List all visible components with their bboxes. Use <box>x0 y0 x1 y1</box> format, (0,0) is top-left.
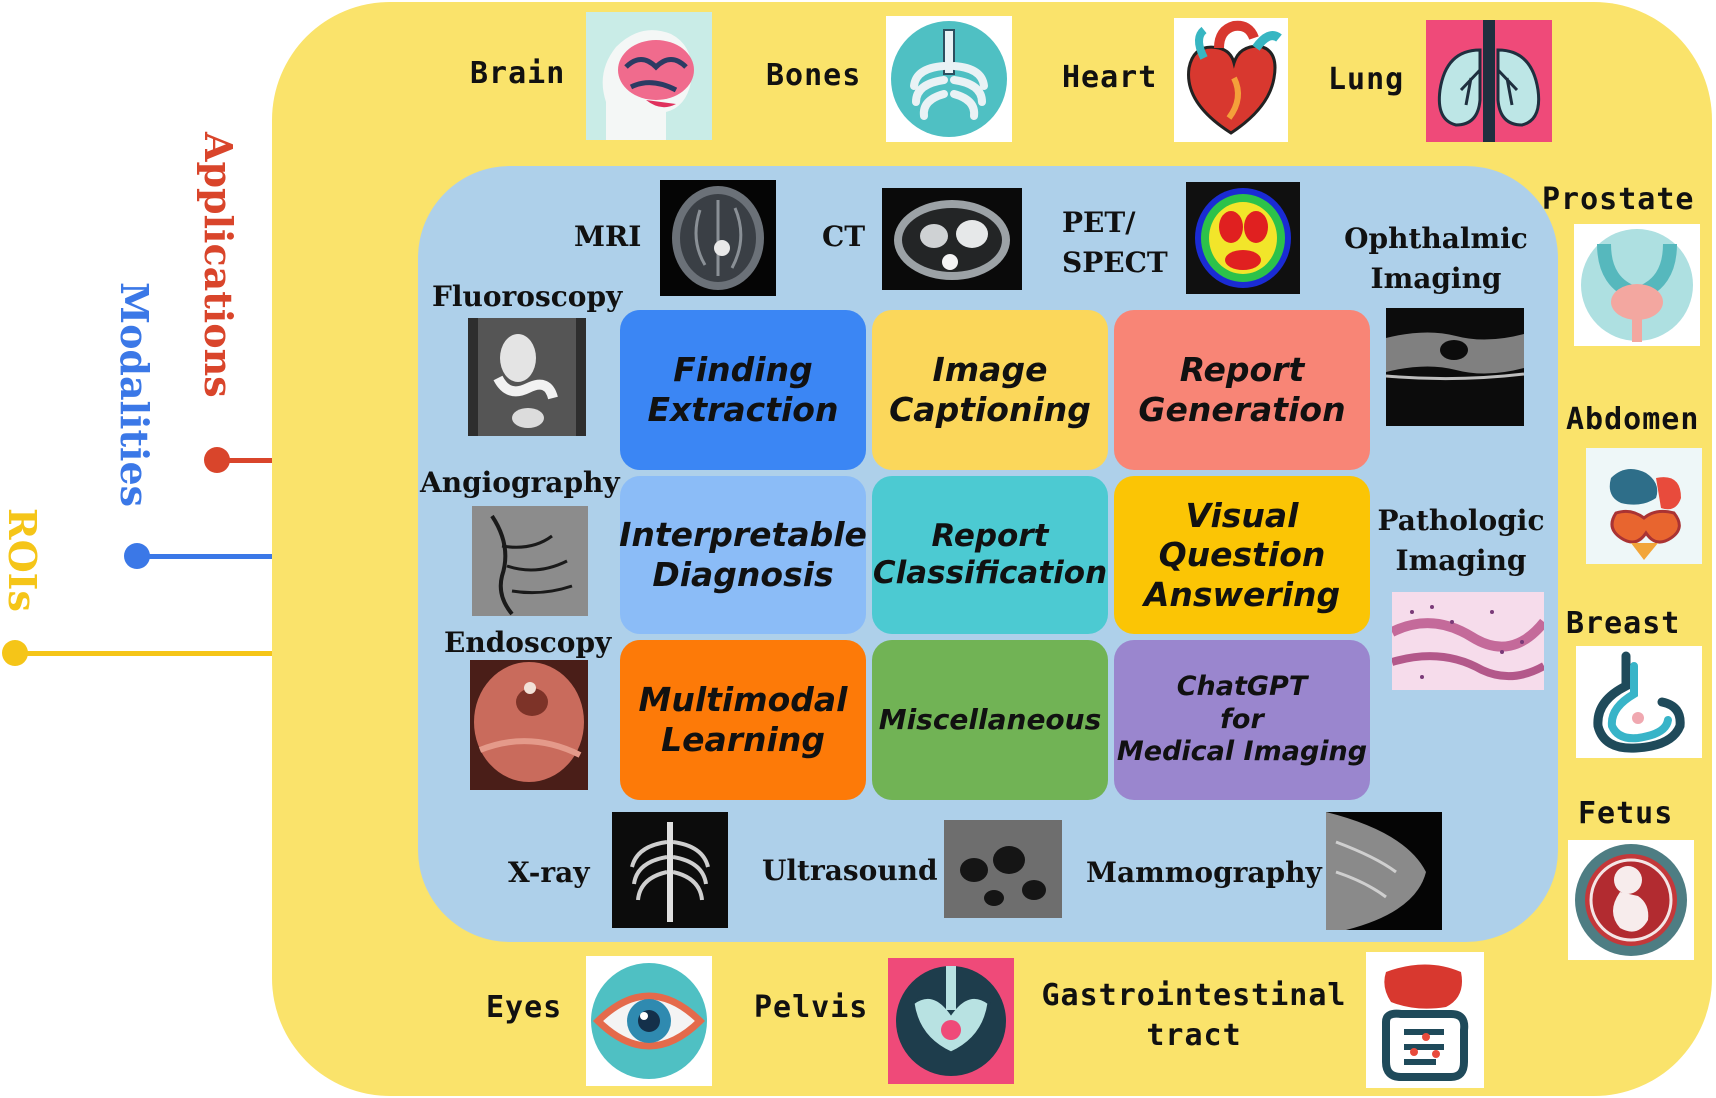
modality-label-fluoroscopy: Fluoroscopy <box>432 280 623 313</box>
roi-label-brain: Brain <box>470 56 566 91</box>
abdomen-icon <box>1586 448 1702 564</box>
tile-line2: for <box>1220 703 1264 735</box>
ophthalmic-oct-image <box>1386 308 1524 426</box>
endoscopy-image <box>470 660 588 790</box>
pelvis-icon <box>888 958 1014 1084</box>
tile-line3: Answering <box>1143 574 1341 614</box>
pathology-image <box>1392 592 1544 690</box>
modality-label-ophthalmic-line1: Ophthalmic <box>1344 222 1528 255</box>
roi-label-fetus: Fetus <box>1578 796 1674 831</box>
breast-icon <box>1576 646 1702 758</box>
rois-connector <box>14 651 276 656</box>
tile-line2: Question <box>1158 535 1326 575</box>
tile-line2: Classification <box>872 555 1108 591</box>
roi-label-gi-line2: tract <box>1146 1018 1242 1053</box>
ultrasound-image <box>944 820 1062 918</box>
roi-label-pelvis: Pelvis <box>754 990 869 1025</box>
modality-label-pet-line1: PET/ <box>1062 206 1136 239</box>
xray-image <box>612 812 728 928</box>
roi-label-heart: Heart <box>1062 60 1158 95</box>
modalities-dot <box>124 543 150 569</box>
modality-label-mammography: Mammography <box>1086 856 1322 889</box>
gastrointestinal-icon <box>1366 952 1484 1088</box>
modality-label-mri: MRI <box>574 220 642 253</box>
modality-label-pathologic-line1: Pathologic <box>1377 504 1545 537</box>
mammography-image <box>1326 812 1442 930</box>
fluoroscopy-image <box>468 318 586 436</box>
tile-line3: Medical Imaging <box>1116 736 1368 768</box>
modality-label-endoscopy: Endoscopy <box>444 626 612 659</box>
ct-image <box>882 188 1022 290</box>
modality-label-angiography: Angiography <box>420 466 620 499</box>
ribcage-icon <box>886 16 1012 142</box>
heart-icon <box>1174 18 1288 142</box>
tile-line1: Multimodal <box>638 680 848 720</box>
modality-label-ct: CT <box>822 220 866 253</box>
roi-label-breast: Breast <box>1566 606 1681 641</box>
applications-axis-label: Applications <box>196 132 241 398</box>
tile-line1: Image <box>932 350 1048 390</box>
rois-dot <box>2 640 28 666</box>
brain-icon <box>586 12 712 140</box>
modality-label-pathologic-line2: Imaging <box>1395 544 1527 577</box>
roi-label-gi-line1: Gastrointestinal <box>1041 978 1347 1013</box>
tile-line1: Finding <box>673 350 813 390</box>
roi-label-eyes: Eyes <box>486 990 563 1025</box>
pet-spect-image <box>1186 182 1300 294</box>
tile-line1: Report <box>1179 350 1305 390</box>
tile-line1: ChatGPT <box>1176 671 1308 703</box>
roi-label-bones: Bones <box>766 58 862 93</box>
roi-label-prostate: Prostate <box>1542 182 1695 217</box>
tile-line1: Visual <box>1185 495 1299 535</box>
eye-icon <box>586 956 712 1086</box>
prostate-icon <box>1574 224 1700 346</box>
fetus-icon <box>1568 840 1694 960</box>
applications-dot <box>204 447 230 473</box>
modalities-axis-label: Modalities <box>112 282 157 508</box>
tile-line2: Learning <box>661 720 825 759</box>
tile-line1: Interpretable <box>619 515 867 555</box>
lung-icon <box>1426 20 1552 142</box>
tile-line2: Extraction <box>647 390 839 429</box>
roi-label-abdomen: Abdomen <box>1566 402 1700 437</box>
mri-image <box>660 180 776 296</box>
application-tile-miscellaneous: Miscellaneous <box>872 640 1108 800</box>
roi-label-lung: Lung <box>1328 62 1405 97</box>
modality-label-xray: X-ray <box>508 856 590 889</box>
tile-line2: Captioning <box>889 390 1091 429</box>
modality-label-ophthalmic-line2: Imaging <box>1370 262 1502 295</box>
angiography-image <box>472 506 588 616</box>
rois-axis-label: ROIs <box>0 508 45 612</box>
modality-label-pet-line2: SPECT <box>1062 246 1168 279</box>
tile-line1: Report <box>931 517 1049 554</box>
modality-label-ultrasound: Ultrasound <box>762 854 938 887</box>
tile-line1: Miscellaneous <box>878 703 1102 737</box>
tile-line2: Generation <box>1138 390 1346 429</box>
tile-line2: Diagnosis <box>652 555 834 594</box>
